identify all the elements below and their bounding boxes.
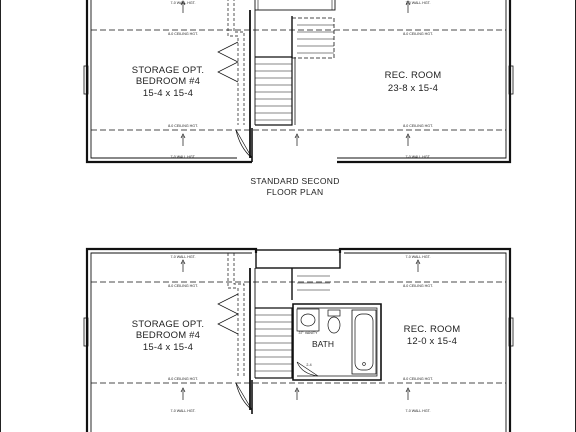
top-bedroom-label: BEDROOM #4 [136,76,200,87]
bath-door-width: 2-4 [306,363,311,367]
bottom-ceiling-hgt-sw: 8-0 CEILING HGT. [168,377,198,381]
bottom-wall-hgt-ne: 7-0 WALL HGT. [406,255,431,259]
top-rec-room-label: REC. ROOM [385,70,442,81]
top-storage-label: STORAGE OPT. [132,65,204,76]
top-ceiling-hgt-se: 8-0 CEILING HGT. [403,124,433,128]
bath-label: BATH [312,339,334,349]
bottom-rec-room-label: REC. ROOM [404,324,461,335]
bottom-storage-dims: 15-4 x 15-4 [143,342,193,353]
top-wall-hgt-se: 7-0 WALL HGT. [406,155,431,159]
bottom-wall-hgt-nw: 7-0 WALL HGT. [171,255,196,259]
plan-caption-line2: FLOOR PLAN [267,187,324,197]
bottom-ceiling-hgt-nw: 8-0 CEILING HGT. [168,284,198,288]
top-storage-dims: 15-4 x 15-4 [143,88,193,99]
top-wall-hgt-nw: 7-0 WALL HGT. [171,1,196,5]
bottom-wall-hgt-se: 7-0 WALL HGT. [406,409,431,413]
bath-vanity-label: 37" VANITY [299,331,319,335]
bottom-storage-label: STORAGE OPT. [132,319,204,330]
bottom-bedroom-label: BEDROOM #4 [136,330,200,341]
top-rec-room-dims: 23-8 x 15-4 [388,83,438,94]
bottom-ceiling-hgt-se: 8-0 CEILING HGT. [403,377,433,381]
top-ceiling-hgt-ne: 8-0 CEILING HGT. [403,32,433,36]
bottom-rec-room-dims: 12-0 x 15-4 [407,336,457,347]
top-floor-plan [83,0,514,164]
plan-caption-line1: STANDARD SECOND [250,176,339,186]
bottom-ceiling-hgt-ne: 8-0 CEILING HGT. [403,284,433,288]
top-wall-hgt-sw: 7-0 WALL HGT. [171,155,196,159]
top-wall-hgt-ne: 7-0 WALL HGT. [406,1,431,5]
top-ceiling-hgt-sw: 8-0 CEILING HGT. [168,124,198,128]
bottom-wall-hgt-sw: 7-0 WALL HGT. [171,409,196,413]
bottom-floor-plan [83,247,514,432]
top-ceiling-hgt-nw: 8-0 CEILING HGT. [168,32,198,36]
